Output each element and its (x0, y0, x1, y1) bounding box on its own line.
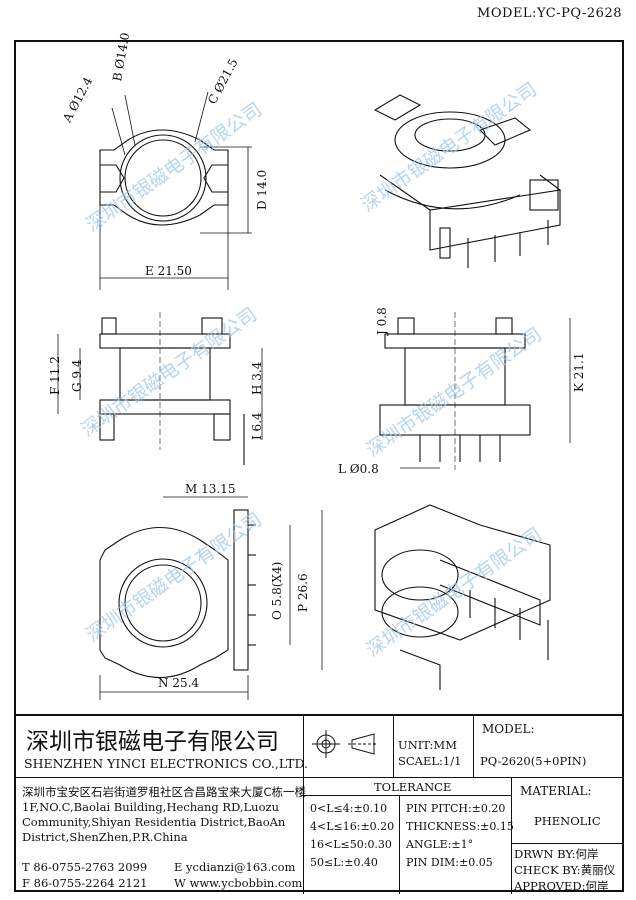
dim-g: G 9.4 (70, 359, 84, 392)
tolerance-title-cell: TOLERANCE (304, 778, 512, 796)
projection-cell (304, 716, 394, 778)
approved-by: APPROVED:何岸 (514, 879, 609, 893)
model-label: MODEL: (482, 722, 535, 736)
dim-n: N 25.4 (158, 676, 200, 690)
material-value: PHENOLIC (534, 814, 601, 828)
title-block: 深圳市银磁电子有限公司 SHENZHEN YINCI ELECTRONICS C… (14, 714, 624, 894)
dim-o: O 5.8(X4) (270, 561, 284, 620)
isometric-view-top (373, 94, 562, 268)
unit: UNIT:MM (398, 738, 457, 752)
company-name-en: SHENZHEN YINCI ELECTRONICS CO.,LTD. (24, 756, 309, 771)
tolerance-right-cell: PIN PITCH:±0.20 THICKNESS:±0.15 ANGLE:±1… (400, 796, 514, 894)
dim-j: J 0.8 (375, 307, 389, 335)
tolerance-left-3: 16<L≤50:0.30 (310, 838, 392, 851)
fax: F 86-0755-2264 2121 (22, 876, 148, 890)
dim-e: E 21.50 (145, 264, 192, 278)
tolerance-left-2: 4<L≤16:±0.20 (310, 820, 395, 833)
projection-symbol-icon (312, 730, 378, 758)
tolerance-right-4: PIN DIM:±0.05 (406, 856, 493, 869)
tolerance-left-1: 0<L≤4:±0.10 (310, 802, 388, 815)
website: W www.ycbobbin.com (174, 876, 303, 890)
top-view (99, 91, 252, 290)
dim-h: H 3.4 (250, 361, 264, 395)
company-info-cell: 深圳市宝安区石岩街道罗租社区合昌路宝来大厦C栋一楼 1F,NO.C,Baolai… (14, 778, 307, 894)
material-label: MATERIAL: (520, 784, 592, 798)
dim-p: P 26.6 (296, 573, 310, 612)
address-en-1: 1F,NO.C,Baolai Building,Hechang RD,Luozu (22, 800, 279, 814)
isometric-view-bottom (374, 504, 551, 690)
email: E ycdianzi@163.com (174, 860, 296, 874)
dim-i: I 6.4 (250, 412, 264, 440)
side-view (57, 312, 263, 465)
dim-m: M 13.15 (185, 482, 236, 496)
front-view (379, 312, 571, 470)
company-name-cn: 深圳市银磁电子有限公司 (26, 729, 279, 755)
address-cn: 深圳市宝安区石岩街道罗租社区合昌路宝来大厦C栋一楼 (22, 785, 307, 799)
model-cell: MODEL: PQ-2620(5+0PIN) (474, 716, 624, 778)
drawn-by: DRWN BY:何岸 (514, 847, 599, 861)
bottom-view (99, 496, 323, 700)
address-en-2: Community,Shiyan Residentia District,Bao… (22, 815, 286, 829)
dim-l: L Ø0.8 (338, 462, 379, 476)
dim-f: F 11.2 (48, 356, 62, 395)
company-name-cell: 深圳市银磁电子有限公司 SHENZHEN YINCI ELECTRONICS C… (14, 716, 308, 778)
tolerance-left-4: 50≤L:±0.40 (310, 856, 378, 869)
dim-k: K 21.1 (572, 352, 586, 393)
material-cell: MATERIAL: PHENOLIC (512, 778, 624, 844)
address-en-3: District,ShenZhen,P.R.China (22, 830, 188, 844)
tolerance-title: TOLERANCE (374, 780, 452, 794)
tolerance-right-3: ANGLE:±1° (406, 838, 474, 851)
drawing-frame (14, 40, 624, 892)
signoff-cell: DRWN BY:何岸 CHECK BY:黄丽仪 APPROVED:何岸 (512, 844, 624, 894)
model-header: MODEL:YC-PQ-2628 (477, 6, 622, 21)
model-value: PQ-2620(5+0PIN) (480, 754, 587, 768)
scale: SCAEL:1/1 (398, 754, 462, 768)
tolerance-right-1: PIN PITCH:±0.20 (406, 802, 506, 815)
dim-d: D 14.0 (255, 169, 269, 210)
units-cell: UNIT:MM SCAEL:1/1 (394, 716, 474, 778)
tolerance-right-2: THICKNESS:±0.15 (406, 820, 514, 833)
phone: T 86-0755-2763 2099 (22, 860, 148, 874)
tolerance-left-cell: 0<L≤4:±0.10 4<L≤16:±0.20 16<L≤50:0.30 50… (304, 796, 400, 894)
checked-by: CHECK BY:黄丽仪 (514, 863, 616, 877)
